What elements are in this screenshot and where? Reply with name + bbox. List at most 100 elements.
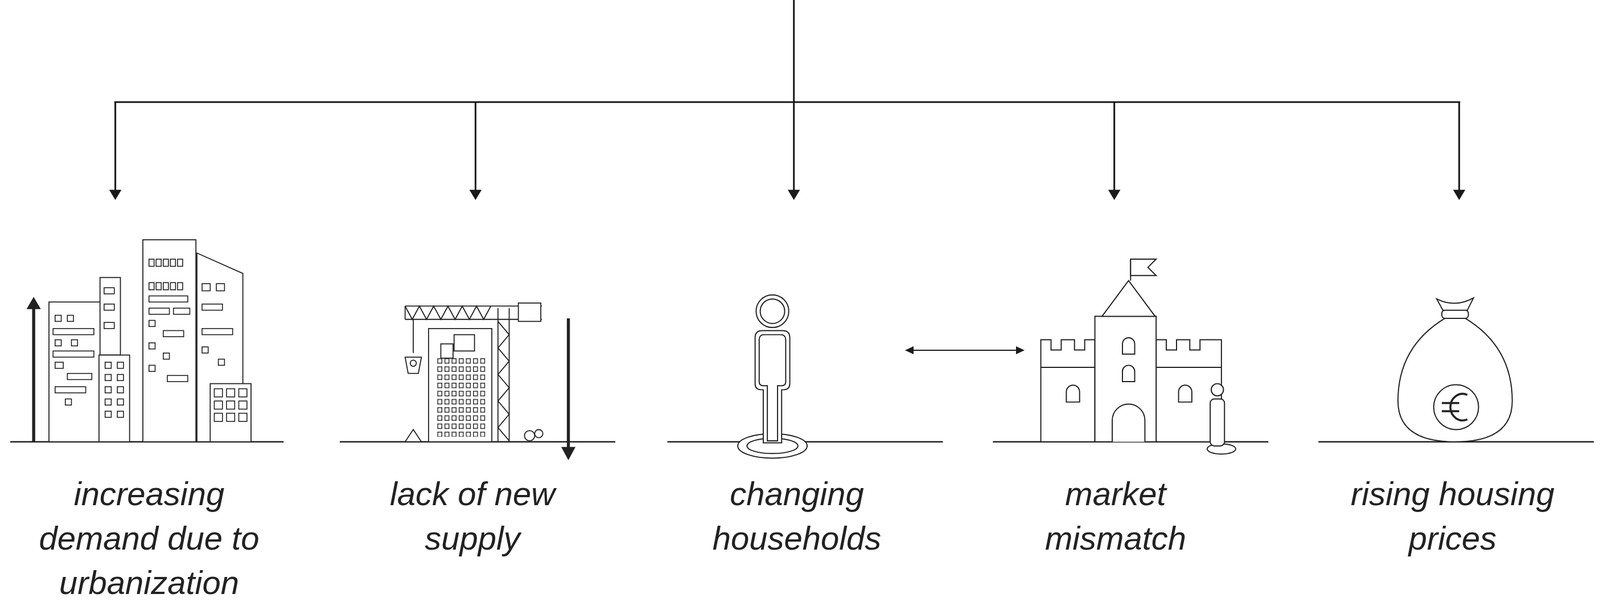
city-icon-part	[26, 296, 41, 309]
money-bag-icon-part	[1441, 409, 1459, 413]
construction-icon-part	[440, 343, 454, 359]
city-icon-part-part	[117, 410, 124, 418]
city-icon-part	[48, 301, 102, 442]
city-icon-part-part	[173, 307, 191, 315]
castle-icon-part	[1112, 403, 1145, 442]
city-icon-part-part	[105, 362, 112, 369]
icon-node: increasing demand due to urbanization	[12, 273, 286, 602]
node-caption: market mismatch	[1024, 471, 1207, 561]
city-icon-part-part	[226, 400, 235, 409]
city-icon-part-part	[226, 413, 235, 422]
caption-block: rising housing prices	[1327, 471, 1578, 561]
city-icon-part-part	[238, 400, 247, 409]
city-icon-part-part	[149, 342, 156, 349]
city-icon-part-part	[155, 258, 162, 267]
caption-block: changing households	[688, 471, 906, 561]
construction-icon-part	[405, 356, 422, 374]
city-icon-part-part	[155, 282, 162, 290]
connector-line	[912, 349, 1018, 351]
construction-icon-part	[405, 429, 422, 442]
tree-lines-part	[114, 101, 117, 192]
construction-icon-part	[428, 328, 492, 442]
tree-arrowheads-part	[787, 189, 801, 200]
construction-icon-part	[405, 305, 492, 319]
construction-icon-part	[454, 334, 475, 352]
city-icon-part-part	[163, 352, 170, 360]
icon-node: rising housing prices	[1327, 273, 1578, 602]
city-icon-part	[31, 305, 35, 442]
tree-lines-part	[1458, 101, 1460, 192]
person-icon	[737, 294, 808, 459]
caption-block: increasing demand due to urbanization	[12, 471, 286, 602]
castle-icon-part	[1095, 315, 1157, 442]
city-icon-part-part	[55, 339, 62, 347]
city-icon-part-part	[202, 328, 233, 335]
city-icon-part-part	[218, 359, 225, 366]
city-icon-part-part	[163, 330, 184, 337]
city-icon-part-part	[216, 283, 225, 291]
city-icon-part-part	[105, 386, 112, 393]
city-icon-part-part	[117, 386, 124, 393]
castle-icon-part	[1122, 364, 1135, 382]
money-bag-icon-part	[1450, 393, 1468, 421]
castle-icon	[1041, 258, 1236, 454]
construction-icon-part	[518, 302, 541, 322]
tree-arrowheads-part	[1453, 189, 1466, 200]
person-icon-part	[759, 334, 787, 441]
city-icon-part	[52, 258, 248, 422]
castle-icon-part	[1101, 280, 1155, 317]
tree-arrowheads-part	[1108, 189, 1121, 200]
castle-icon-part	[1210, 398, 1225, 446]
city-icon-part-part	[202, 283, 211, 291]
tree-lines	[114, 0, 1461, 192]
city-icon-part-part	[238, 413, 247, 422]
city-icon-part	[100, 277, 121, 355]
city-icon-part-part	[177, 282, 183, 290]
node-caption: increasing demand due to urbanization	[12, 471, 286, 602]
city-icon-part-part	[104, 303, 115, 311]
city-icon-part-part	[214, 400, 222, 409]
city-icon-part-part	[214, 388, 222, 397]
icon-node: lack of new supply	[364, 273, 581, 602]
city-icon-part-part	[52, 350, 94, 357]
tree-lines-part	[792, 0, 795, 102]
arrowhead	[1016, 346, 1025, 355]
money-bag-icon-part	[1436, 297, 1474, 310]
city-icon-part-part	[55, 386, 86, 393]
arrowhead	[905, 346, 914, 355]
construction-icon-part	[498, 321, 510, 441]
castle-icon-part	[1066, 384, 1080, 402]
tree-lines-part	[792, 101, 795, 192]
caption-block: market mismatch	[1024, 471, 1207, 561]
money-bag-icon	[1397, 297, 1513, 442]
castle-icon-part	[1156, 366, 1222, 368]
city-icon-part-part	[117, 362, 124, 369]
double-arrow	[905, 346, 1025, 355]
castle-icon-part	[1211, 383, 1224, 396]
city-icon-part-part	[67, 315, 74, 322]
city-icon-part-part	[65, 398, 72, 405]
icon-node: changing households	[688, 273, 906, 602]
construction-icon-part	[412, 319, 414, 353]
city-icon-part-part	[104, 287, 115, 294]
city-icon-part-part	[105, 410, 112, 418]
city-icon-part-part	[202, 346, 209, 353]
city-icon-part-part	[177, 258, 183, 267]
city-icon-part-part	[52, 328, 94, 335]
person-icon-part	[760, 298, 785, 324]
construction-icon-part	[404, 305, 406, 319]
city-icon	[26, 239, 252, 442]
money-bag-icon-part	[1433, 384, 1479, 430]
tree-arrowheads-part	[109, 189, 122, 200]
node-caption: changing households	[688, 471, 906, 561]
construction-icon-part	[410, 359, 417, 366]
city-icon-part-part	[105, 373, 112, 381]
city-icon-part-part	[105, 398, 112, 405]
tree-lines-part	[114, 101, 1461, 104]
city-icon-part-part	[163, 258, 169, 267]
city-icon-part-part	[170, 282, 176, 290]
person-icon-part	[755, 330, 791, 443]
money-bag-icon-part	[1441, 401, 1459, 405]
person-icon-part	[755, 294, 789, 328]
city-icon-part-part	[149, 295, 188, 303]
